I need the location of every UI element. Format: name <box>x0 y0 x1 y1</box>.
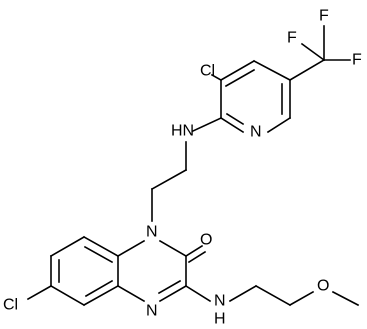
bond <box>300 42 326 62</box>
atom-cl-pyridine: Cl <box>200 63 215 80</box>
bond-c-nh <box>184 284 212 303</box>
bond <box>288 290 315 307</box>
atom-f-top: F <box>319 8 329 25</box>
bond <box>266 116 292 134</box>
ethylene-linker <box>150 141 188 222</box>
bond <box>49 284 86 307</box>
atom-n-quinoxaline-4: N <box>146 303 158 320</box>
bond <box>116 239 146 258</box>
bond <box>228 284 258 303</box>
bond <box>288 58 326 82</box>
bond <box>158 284 188 303</box>
bond <box>252 59 292 82</box>
atom-n-quinoxaline-1: N <box>146 224 158 241</box>
bond-c-o <box>187 250 207 264</box>
atom-f-left: F <box>287 30 297 47</box>
bond-c-nh <box>191 116 223 133</box>
bond <box>116 284 146 303</box>
quinoxalinone-core: N O N <box>49 224 212 320</box>
atom-o-methoxy: O <box>317 278 329 295</box>
bond <box>331 290 360 307</box>
bond <box>49 235 86 258</box>
bond <box>83 245 114 264</box>
bond-c-o <box>184 244 204 258</box>
bond <box>82 284 120 307</box>
bond <box>157 279 182 295</box>
bond <box>82 235 120 258</box>
pyridine-ring <box>219 59 292 134</box>
bond <box>84 279 114 298</box>
bond <box>219 59 256 82</box>
bond-c-cl <box>26 284 53 301</box>
atom-n-pyridine: N <box>250 124 262 141</box>
bond <box>224 68 256 88</box>
trifluoromethyl-group: F F F <box>287 8 362 82</box>
atom-nh-methoxyethyl: N <box>214 293 226 310</box>
methoxyethyl-chain <box>228 284 360 307</box>
atom-carbonyl-o: O <box>200 232 212 249</box>
bond <box>150 168 188 191</box>
bond-c-cl <box>210 73 223 82</box>
bond <box>158 239 188 258</box>
atom-f-right: F <box>352 52 362 69</box>
atom-nh-methoxyethyl-h: H <box>214 311 226 328</box>
atom-cl-quinoxaline: Cl <box>3 297 18 314</box>
atom-nh-linker: HN <box>171 123 194 140</box>
bond <box>225 112 245 126</box>
bond <box>254 284 292 307</box>
bond <box>219 116 245 134</box>
